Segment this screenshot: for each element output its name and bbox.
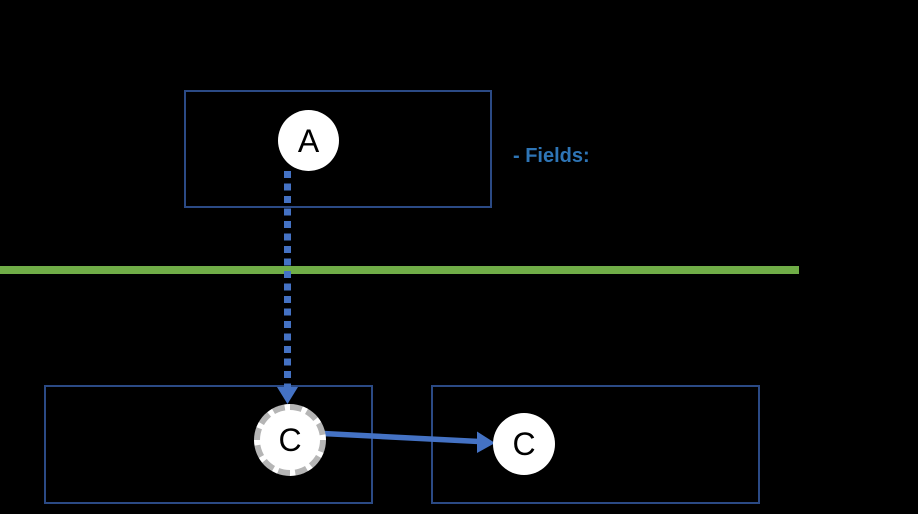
top-entity-box [184,90,492,208]
node-circle-c-target: C [493,413,555,475]
node-circle-a: A [278,110,339,171]
bottom-left-entity-box [44,385,373,504]
fields-note-label: - Fields: [513,145,590,167]
bottom-right-entity-box [431,385,760,504]
green-divider-line [0,266,799,274]
node-circle-c-source: C [254,404,326,476]
